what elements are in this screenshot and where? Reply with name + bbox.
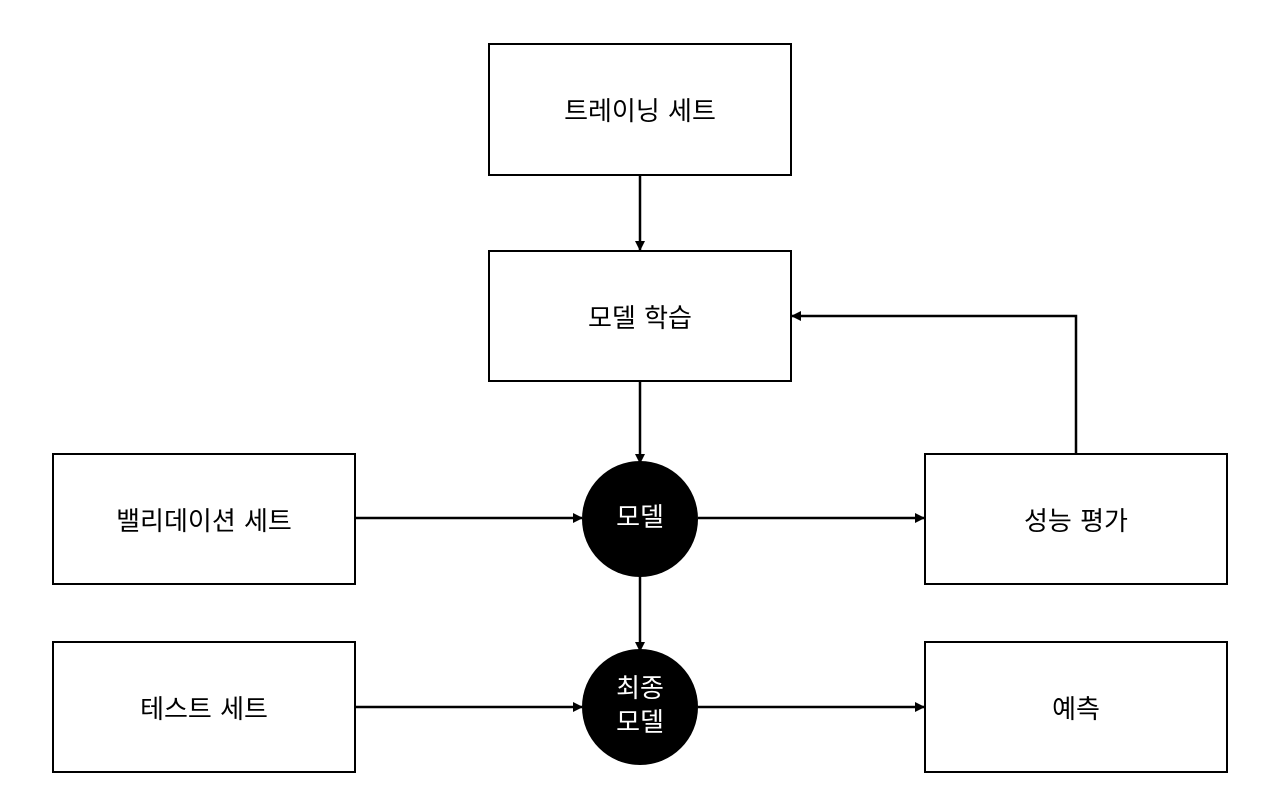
model-training-label: 모델 학습 xyxy=(588,303,692,334)
prediction-label: 예측 xyxy=(1052,694,1100,725)
prediction-box: 예측 xyxy=(924,641,1228,773)
test-set-label: 테스트 세트 xyxy=(140,694,268,725)
performance-eval-box: 성능 평가 xyxy=(924,453,1228,585)
model-node: 모델 xyxy=(582,461,698,577)
arrow-eval-to-learning xyxy=(791,311,1078,453)
training-set-label: 트레이닝 세트 xyxy=(564,97,716,127)
validation-set-box: 밸리데이션 세트 xyxy=(52,453,356,585)
final-model-node: 최종 모델 xyxy=(582,649,698,765)
model-training-box: 모델 학습 xyxy=(488,250,792,382)
training-set-box: 트레이닝 세트 xyxy=(488,43,792,176)
final-model-label-line2: 모델 xyxy=(616,708,664,738)
validation-set-label: 밸리데이션 세트 xyxy=(116,506,292,537)
model-label: 모델 xyxy=(616,503,664,534)
final-model-label-line1: 최종 xyxy=(616,674,664,705)
performance-eval-label: 성능 평가 xyxy=(1024,506,1128,537)
test-set-box: 테스트 세트 xyxy=(52,641,356,773)
